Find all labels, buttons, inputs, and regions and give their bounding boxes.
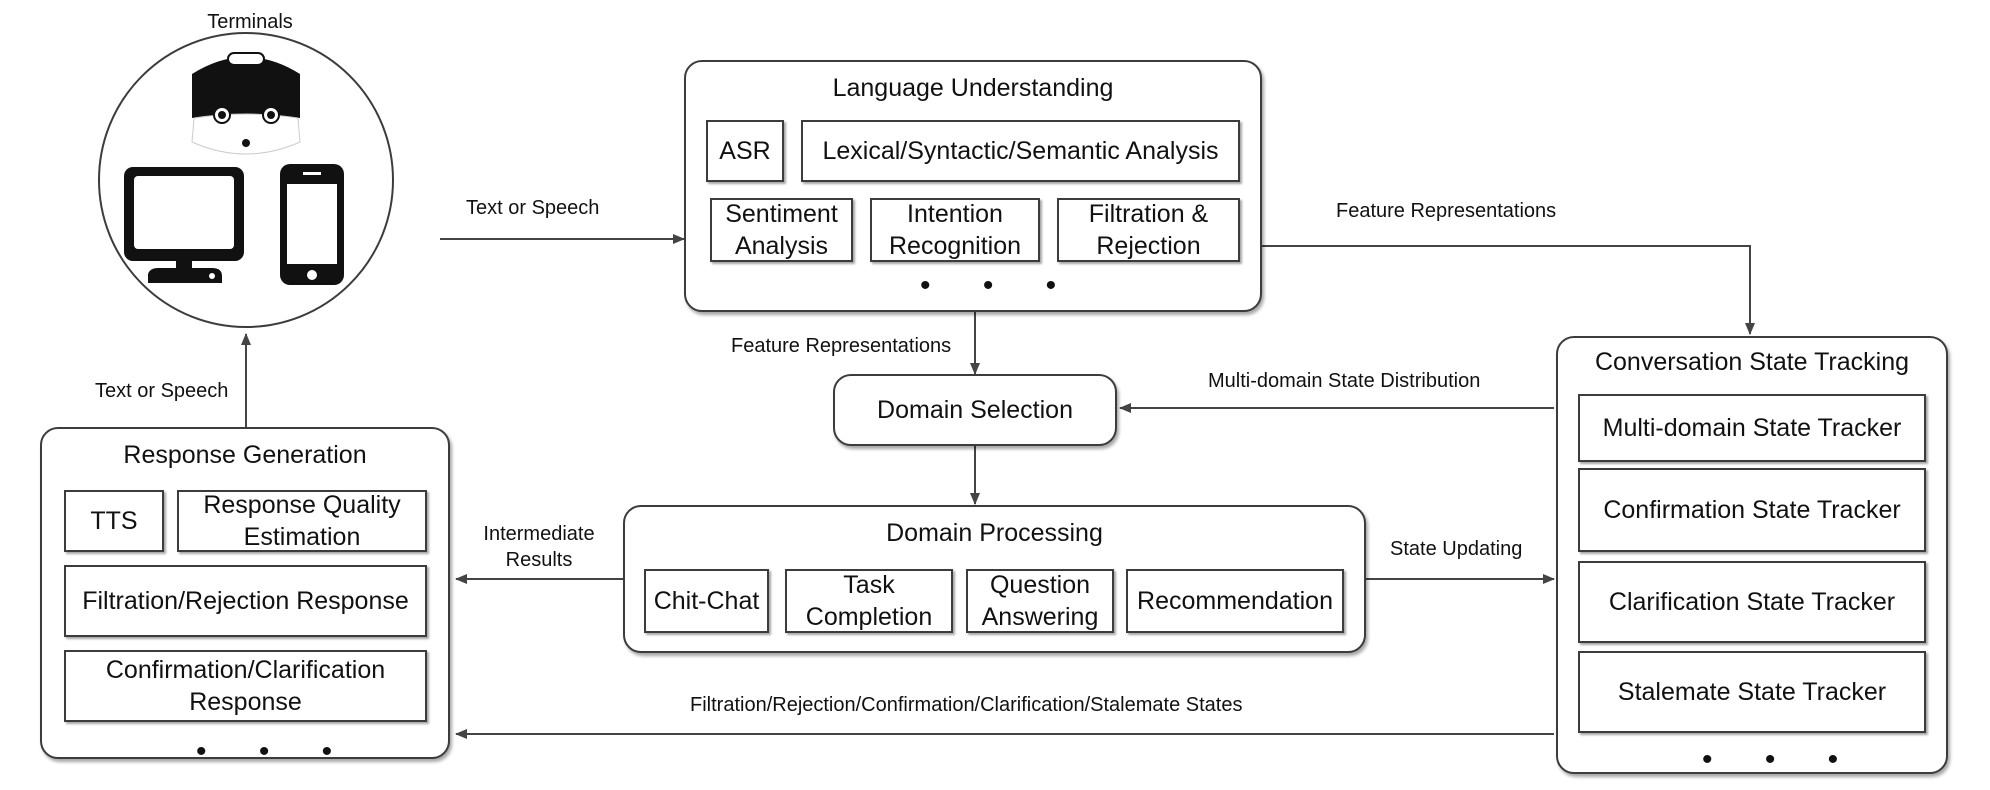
language-understanding-title: Language Understanding <box>832 74 1114 102</box>
edge-label-rg-to-terminals: Text or Speech <box>95 380 229 402</box>
edge-label-cst-to-rg: Filtration/Rejection/Confirmation/Clarif… <box>690 694 1243 716</box>
robot-icon <box>191 52 301 155</box>
edge-label-dp-to-rg: Intermediate Results <box>483 523 595 571</box>
module-task-completion: Task Completion <box>785 569 953 633</box>
cst-ellipsis: • • • <box>1702 743 1861 776</box>
terminals-label: Terminals <box>207 11 293 33</box>
module-intention-recognition: Intention Recognition <box>870 198 1040 262</box>
lu-ellipsis: • • • <box>920 269 1079 302</box>
monitor-icon <box>124 167 244 283</box>
module-multi-domain-state-tracker: Multi-domain State Tracker <box>1578 394 1926 462</box>
conversation-state-tracking-title: Conversation State Tracking <box>1594 348 1910 376</box>
edge-label-lu-to-ds: Feature Representations <box>731 335 952 357</box>
module-clarification-state-tracker: Clarification State Tracker <box>1578 561 1926 643</box>
module-filtration-rejection-response: Filtration/Rejection Response <box>64 565 427 637</box>
edge-label-lu-to-cst: Feature Representations <box>1336 200 1557 222</box>
module-tts: TTS <box>64 490 164 552</box>
module-question-answering: Question Answering <box>966 569 1114 633</box>
module-confirmation-state-tracker: Confirmation State Tracker <box>1578 468 1926 552</box>
domain-selection-box: Domain Selection <box>833 374 1117 446</box>
module-chit-chat: Chit-Chat <box>644 569 769 633</box>
edge-label-terminals-to-lu: Text or Speech <box>466 197 600 219</box>
rg-ellipsis: • • • <box>196 735 355 768</box>
response-generation-title: Response Generation <box>123 441 367 469</box>
module-filtration-rejection: Filtration & Rejection <box>1057 198 1240 262</box>
domain-processing-title: Domain Processing <box>886 519 1103 547</box>
module-lexical-syntactic-semantic-analysis: Lexical/Syntactic/Semantic Analysis <box>801 120 1240 182</box>
module-asr: ASR <box>706 120 784 182</box>
language-understanding-panel: Language Understanding <box>684 60 1262 312</box>
module-response-quality-estimation: Response Quality Estimation <box>177 490 427 552</box>
module-stalemate-state-tracker: Stalemate State Tracker <box>1578 651 1926 733</box>
phone-icon <box>280 164 344 285</box>
module-sentiment-analysis: Sentiment Analysis <box>710 198 853 262</box>
edge-label-cst-to-ds: Multi-domain State Distribution <box>1208 370 1481 392</box>
module-recommendation: Recommendation <box>1126 569 1344 633</box>
arrow-lu-to-cst <box>1262 245 1755 335</box>
edge-label-dp-to-cst: State Updating <box>1390 538 1523 560</box>
module-confirmation-clarification-response: Confirmation/Clarification Response <box>64 650 427 722</box>
